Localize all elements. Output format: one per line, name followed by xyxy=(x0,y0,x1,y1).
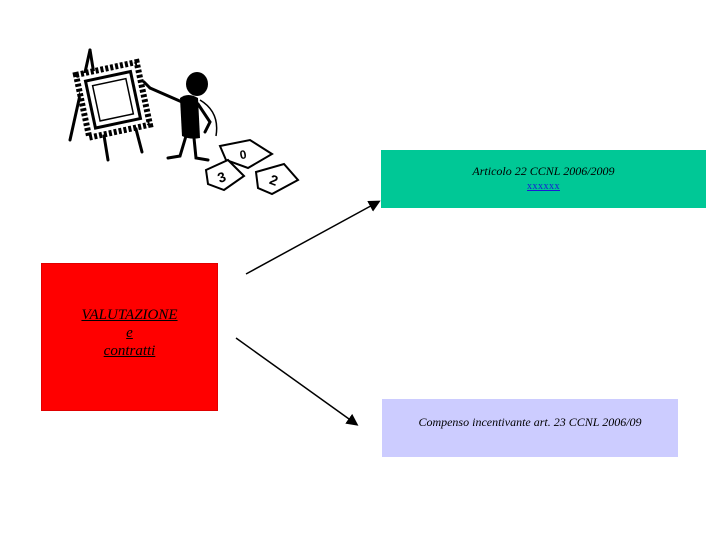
svg-text:0: 0 xyxy=(239,147,248,162)
central-node-line-1: VALUTAZIONE xyxy=(81,307,178,323)
painter-easel-clipart-icon: 0 3 2 xyxy=(68,48,300,196)
central-node-line-3: contratti xyxy=(103,343,156,359)
top-node-title: Articolo 22 CCNL 2006/2009 xyxy=(472,164,615,178)
central-node: VALUTAZIONE e contratti xyxy=(41,263,218,411)
central-node-link[interactable]: VALUTAZIONE e contratti xyxy=(42,306,217,360)
bottom-node-title: Compenso incentivante art. 23 CCNL 2006/… xyxy=(418,415,642,429)
arrow-to-bottom-node xyxy=(235,337,359,426)
bottom-node: Compenso incentivante art. 23 CCNL 2006/… xyxy=(382,399,678,457)
arrow-to-top-node xyxy=(245,200,381,275)
central-node-line-2: e xyxy=(126,325,133,341)
top-node: Articolo 22 CCNL 2006/2009 xxxxxx xyxy=(381,150,706,208)
top-node-link[interactable]: xxxxxx xyxy=(527,181,560,192)
